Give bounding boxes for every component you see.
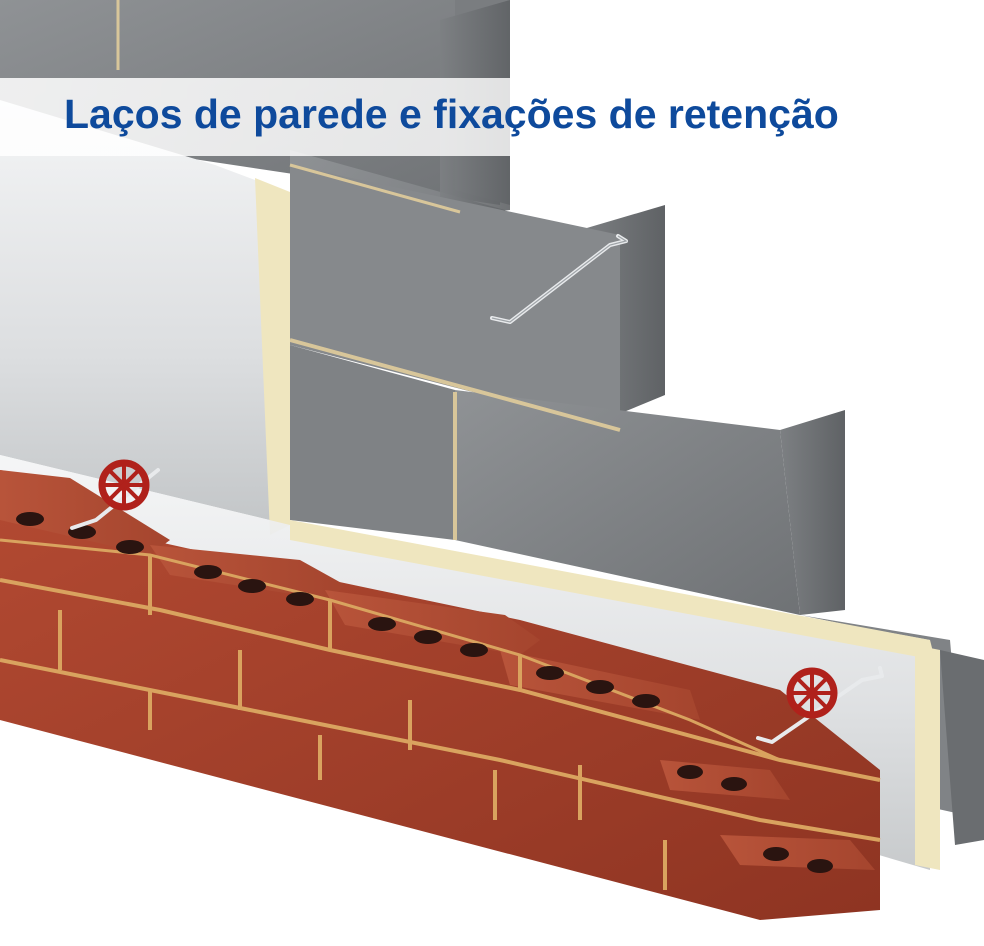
image-title: Laços de parede e fixações de retenção [64, 91, 839, 137]
title-banner [0, 78, 984, 156]
brick-wall [0, 470, 881, 920]
retaining-clip-right [756, 666, 884, 744]
retaining-clip-left [70, 459, 160, 530]
wall-tie-upper [490, 234, 628, 324]
